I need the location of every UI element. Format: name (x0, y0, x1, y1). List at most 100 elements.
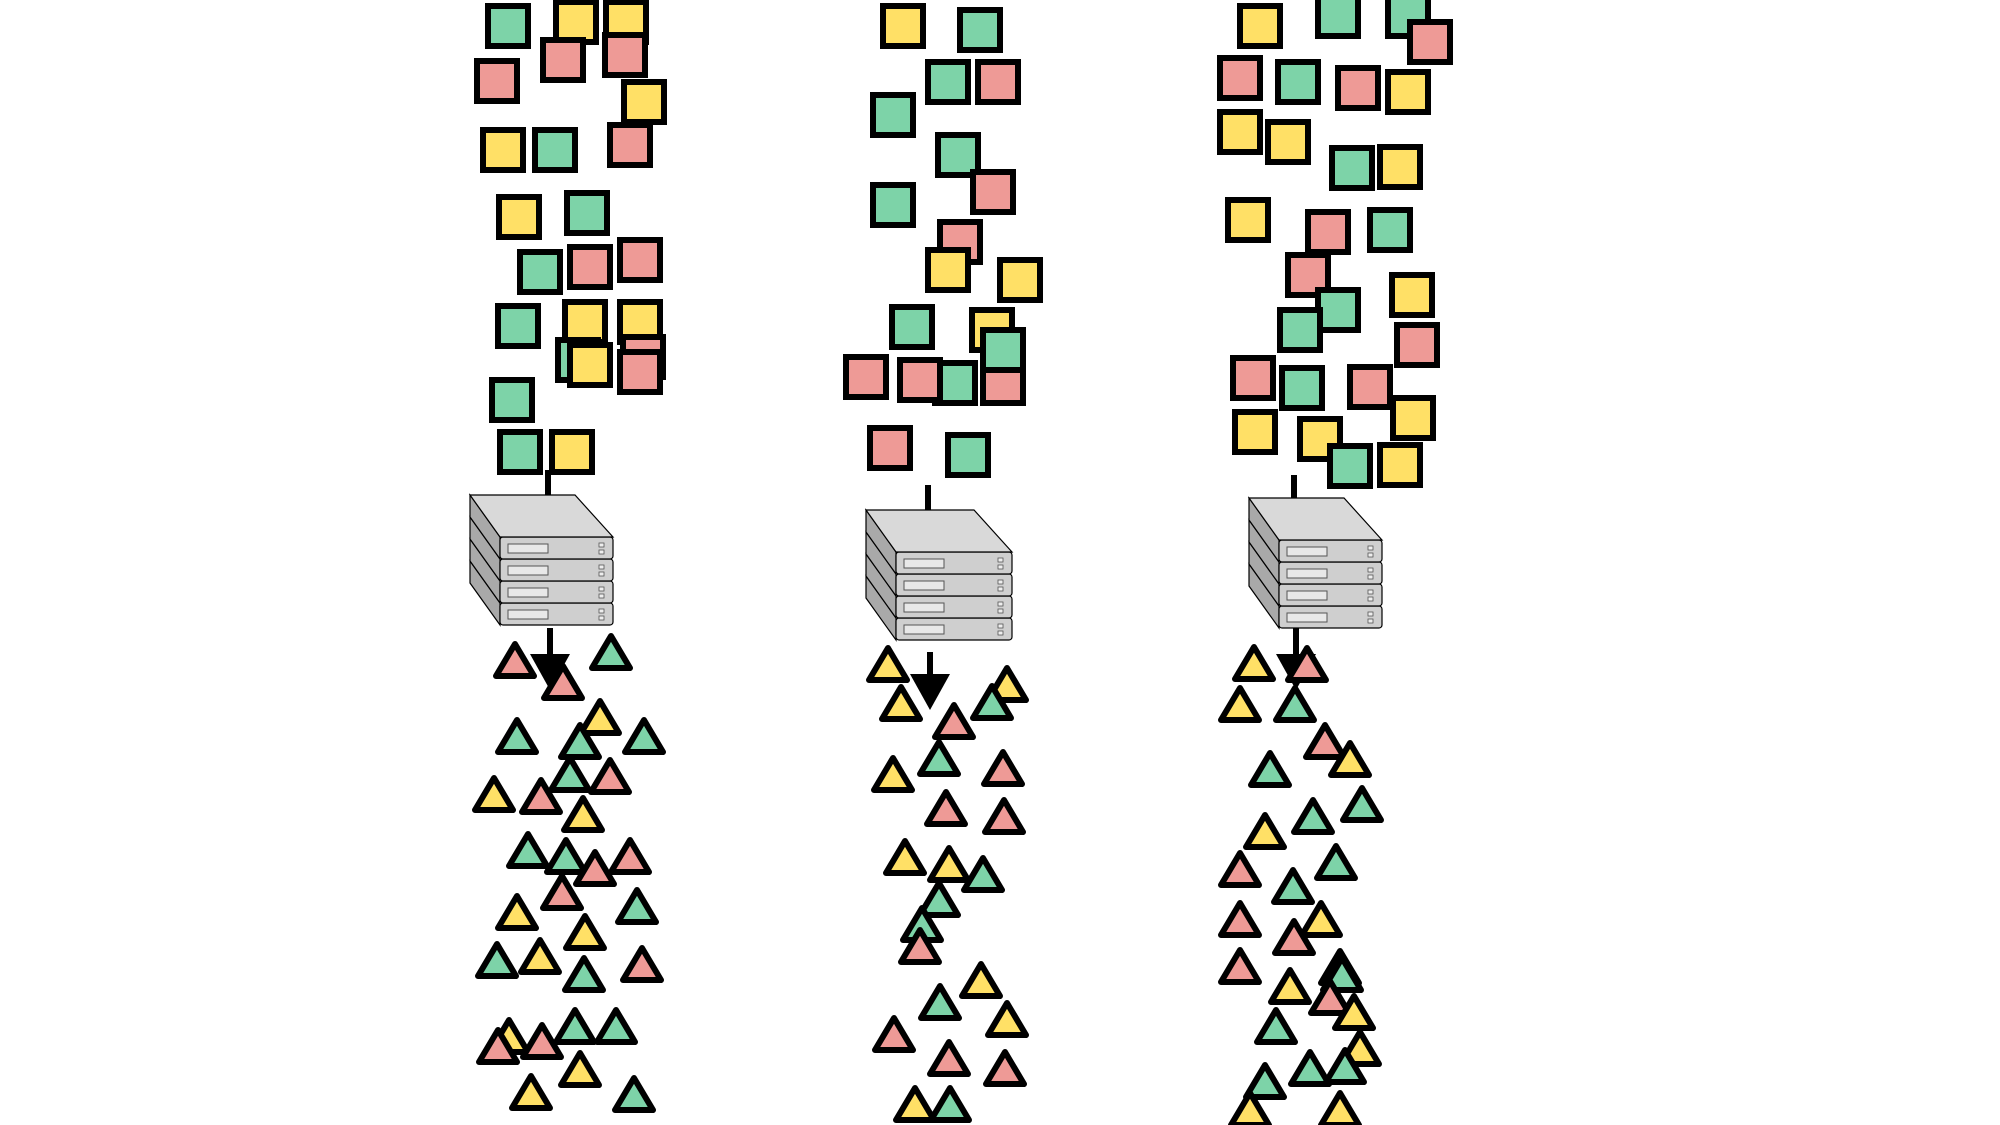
output-triangle-pink (981, 749, 1025, 787)
output-triangle-green (615, 887, 659, 925)
input-square-green (495, 303, 541, 349)
output-triangle-green (970, 683, 1014, 721)
output-triangle-pink (983, 1049, 1027, 1087)
output-triangle-green (961, 855, 1005, 893)
output-triangle-yellow (866, 645, 910, 683)
drive-bay-icon (903, 602, 945, 613)
input-square-pink (1230, 355, 1276, 401)
input-square-pink (1407, 19, 1453, 65)
input-square-pink (843, 354, 889, 400)
input-square-green (957, 7, 1003, 53)
output-triangle-green (918, 983, 962, 1021)
input-square-pink (1335, 65, 1381, 111)
input-square-yellow (1389, 272, 1435, 318)
server-top-face (864, 509, 1014, 553)
input-square-yellow (1265, 119, 1311, 165)
input-square-pink (1217, 55, 1263, 101)
drive-bay-icon (507, 587, 549, 598)
input-square-green (935, 132, 981, 178)
input-square-green (489, 377, 535, 423)
input-square-green (485, 3, 531, 49)
output-triangle-pink (541, 663, 585, 701)
status-light-icon (598, 586, 605, 592)
output-triangle-green (594, 1007, 638, 1045)
input-square-yellow (1232, 409, 1278, 455)
status-light-icon (1367, 611, 1374, 617)
input-square-green (980, 327, 1026, 373)
output-triangle-pink (1218, 900, 1262, 938)
output-triangle-yellow (561, 795, 605, 833)
output-triangle-pink (573, 849, 617, 887)
status-light-icon (598, 542, 605, 548)
input-square-yellow (549, 429, 595, 475)
output-triangle-pink (476, 1027, 520, 1065)
input-square-pink (607, 122, 653, 168)
output-triangle-yellow (893, 1085, 937, 1123)
output-triangle-green (495, 717, 539, 755)
input-square-yellow (621, 79, 667, 125)
output-triangle-yellow (871, 755, 915, 793)
output-triangle-green (917, 880, 961, 918)
output-triangle-pink (1308, 978, 1352, 1016)
output-triangle-green (1288, 1049, 1332, 1087)
input-square-yellow (997, 257, 1043, 303)
server-stack-icon (864, 508, 1014, 642)
output-triangle-yellow (1232, 644, 1276, 682)
output-triangle-green (1254, 1007, 1298, 1045)
output-triangle-green (544, 837, 588, 875)
output-triangle-pink (1285, 645, 1329, 683)
input-square-pink (867, 425, 913, 471)
drive-bay-icon (903, 558, 945, 569)
input-square-green (1329, 145, 1375, 191)
output-triangle-yellow (509, 1073, 553, 1111)
output-triangle-green (1243, 1062, 1287, 1100)
output-triangle-pink (982, 797, 1026, 835)
drive-bay-icon (1286, 612, 1328, 623)
status-light-icon (997, 557, 1004, 563)
output-triangle-pink (1218, 947, 1262, 985)
output-triangle-pink (872, 1015, 916, 1053)
output-triangle-pink (1272, 918, 1316, 956)
output-triangle-yellow (563, 913, 607, 951)
output-triangle-green (548, 755, 592, 793)
input-square-yellow (925, 247, 971, 293)
input-square-pink (540, 37, 586, 83)
status-light-icon (598, 615, 605, 621)
status-light-icon (1367, 589, 1374, 595)
server-stack-icon (1247, 496, 1384, 630)
input-square-pink (474, 58, 520, 104)
input-square-green (1279, 365, 1325, 411)
drive-bay-icon (507, 609, 549, 620)
input-square-pink (617, 349, 663, 395)
output-triangle-yellow (1332, 993, 1376, 1031)
output-triangle-pink (493, 641, 537, 679)
input-square-yellow (1390, 395, 1436, 441)
output-triangle-green (1273, 685, 1317, 723)
input-square-yellow (553, 0, 599, 45)
input-square-yellow (562, 299, 608, 345)
output-triangle-yellow (985, 1000, 1029, 1038)
drive-bay-icon (1286, 590, 1328, 601)
drive-bay-icon (1286, 546, 1328, 557)
drive-bay-icon (507, 565, 549, 576)
output-triangle-pink (1218, 850, 1262, 888)
status-light-icon (1367, 618, 1374, 624)
input-square-green (925, 59, 971, 105)
output-triangle-pink (924, 789, 968, 827)
down-arrow-icon (530, 654, 570, 690)
status-light-icon (997, 586, 1004, 592)
status-light-icon (997, 601, 1004, 607)
output-triangle-yellow (1318, 1090, 1362, 1125)
output-triangle-green (928, 1085, 972, 1123)
status-light-icon (1367, 545, 1374, 551)
input-square-green (870, 182, 916, 228)
output-triangle-pink (620, 945, 664, 983)
output-triangle-yellow (558, 1050, 602, 1088)
input-square-pink (602, 32, 648, 78)
output-triangle-green (1291, 797, 1335, 835)
output-triangle-yellow (883, 838, 927, 876)
output-triangle-green (589, 633, 633, 671)
output-triangle-pink (1303, 722, 1347, 760)
drive-bay-icon (1286, 568, 1328, 579)
input-square-yellow (496, 194, 542, 240)
